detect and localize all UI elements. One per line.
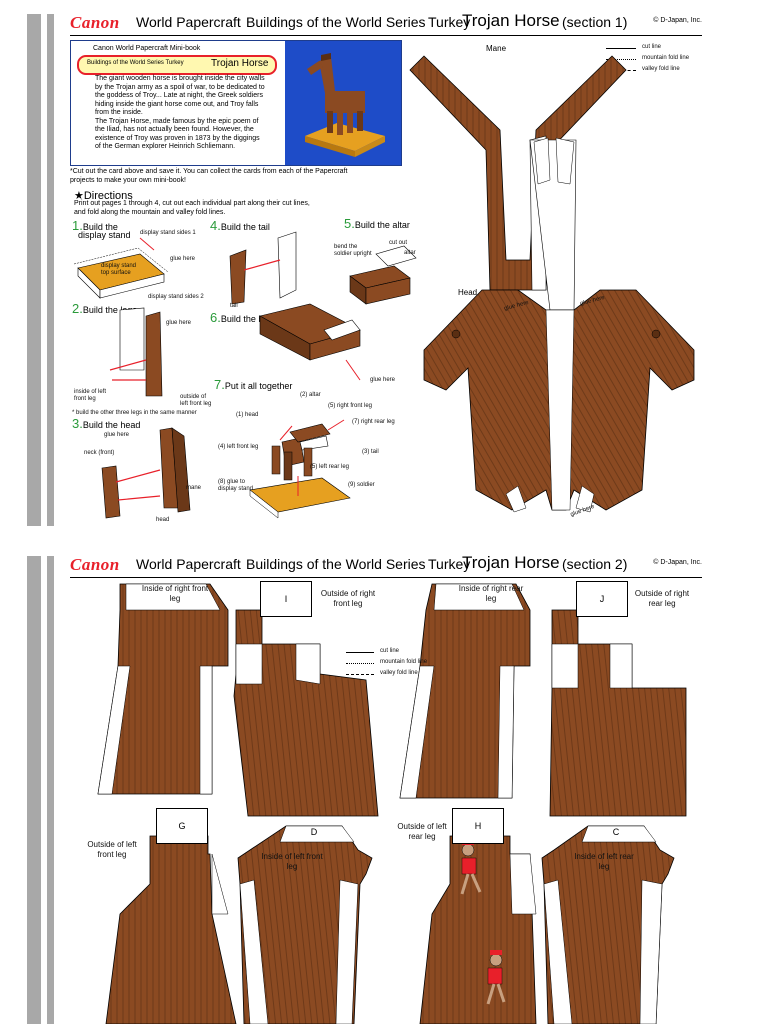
lbl-altar: altar — [404, 250, 416, 256]
lbl-a2-altar: (2) altar — [300, 392, 321, 398]
lbl-glue-here-3: glue here — [104, 432, 130, 438]
card-note: *Cut out the card above and save it. You… — [70, 168, 348, 184]
lbl-a5-left-rear: (5) left rear leg — [310, 464, 350, 470]
mane-head-pattern — [409, 55, 695, 513]
canon-logo-2: Canon — [70, 555, 120, 574]
card-image — [285, 41, 401, 165]
piece-letter-H: H — [452, 808, 504, 844]
label-outside-left-front: Outside of left front leg — [87, 840, 137, 859]
card-heading: Canon World Papercraft Mini-book — [93, 45, 201, 52]
mane-label: Mane — [486, 44, 507, 53]
lbl-cut-out: cut out — [389, 240, 408, 246]
step-3: 3.Build the head — [72, 416, 141, 431]
lbl-a9-soldier: (9) soldier — [348, 482, 375, 488]
header-subseries: Buildings of the World Series — [246, 14, 426, 30]
step-7: 7.Put it all together — [214, 377, 293, 392]
sidebar-bar-bottom — [27, 556, 41, 1024]
lbl-mane: mane — [186, 485, 202, 491]
badge-series: Buildings of the World Series Turkey — [87, 60, 184, 66]
lbl-inside-left-front: inside of left front leg — [74, 389, 107, 402]
step-1: 1.Build the — [72, 218, 118, 233]
header-copyright: © D-Japan, Inc. — [653, 17, 702, 24]
card-body: The giant wooden horse is brought inside… — [95, 75, 265, 150]
lbl-a7-right-rear: (7) right rear leg — [352, 419, 395, 425]
sidebar-bar-bottom-inner — [47, 556, 54, 1024]
section2-legend: cut line mountain fold line valley fold … — [346, 648, 446, 682]
lbl-bend-soldier: bend the soldier upright — [334, 244, 372, 257]
label-outside-right-front: Outside of right front leg — [320, 589, 376, 608]
step-6: 6.Build the body — [210, 310, 278, 325]
header2-subseries: Buildings of the World Series — [246, 556, 426, 572]
head-label: Head — [458, 288, 478, 297]
lbl-outside-left-front: outside of left front leg — [180, 394, 212, 407]
instruction-illustrations — [73, 231, 417, 519]
soldier-icon-2 — [486, 950, 506, 1005]
lbl-stand-top: display stand top surface — [101, 263, 137, 276]
lbl-a4-left-front: (4) left front leg — [218, 444, 259, 450]
lbl-tail: tail — [230, 303, 238, 309]
label-inside-right-rear: Inside of right rear leg — [458, 584, 524, 603]
lbl-head: head — [156, 517, 170, 523]
label-inside-left-rear: Inside of left rear leg — [574, 852, 634, 871]
header2-copyright: © D-Japan, Inc. — [653, 559, 702, 566]
lbl-stand-sides1: display stand sides 1 — [140, 230, 196, 236]
header-series: World Papercraft — [136, 14, 241, 30]
lbl-glue-here-1: glue here — [170, 256, 196, 262]
piece-letter-C: C — [612, 827, 620, 837]
label-inside-left-front: Inside of left front leg — [261, 852, 323, 871]
sidebar-bar-top — [27, 14, 41, 526]
header-country: Turkey — [428, 14, 471, 30]
soldier-icon-1 — [460, 840, 482, 895]
label-outside-left-rear: Outside of left rear leg — [397, 822, 447, 841]
lbl-stand-sides2: display stand sides 2 — [148, 294, 204, 300]
lbl-a3-tail: (3) tail — [362, 449, 379, 455]
lbl-a1-head: (1) head — [236, 412, 259, 418]
sidebar-bar-top-inner — [47, 14, 54, 526]
section2-header: Canon World Papercraft Buildings of the … — [70, 553, 702, 578]
section1-header: Canon World Papercraft Buildings of the … — [70, 11, 702, 36]
header-section: (section 1) — [562, 14, 628, 30]
label-outside-right-rear: Outside of right rear leg — [634, 589, 690, 608]
lbl-a5-right-front: (5) right front leg — [328, 403, 373, 409]
lbl-glue-here-4: glue here — [370, 377, 396, 383]
step-2: 2.Build the legs — [72, 301, 137, 316]
card-badge: Buildings of the World Series Turkey Tro… — [77, 55, 277, 75]
header2-title: Trojan Horse — [462, 553, 560, 572]
lbl-neck-front: neck (front) — [84, 450, 115, 456]
header2-section: (section 2) — [562, 556, 628, 572]
step-1-line2: display stand — [78, 230, 131, 240]
step-5: 5.Build the altar — [344, 216, 410, 231]
step-4: 4.Build the tail — [210, 218, 270, 233]
canon-logo: Canon — [70, 13, 120, 32]
lbl-other-legs-note: * build the other three legs in the same… — [72, 410, 197, 416]
piece-letter-J: J — [576, 581, 628, 617]
lbl-glue-here-2: glue here — [166, 320, 192, 326]
leg-pattern-pieces — [97, 583, 687, 1024]
piece-letter-I: I — [260, 581, 312, 617]
piece-letter-D: D — [310, 827, 318, 837]
header-title: Trojan Horse — [462, 11, 560, 30]
directions-title: ★Directions — [74, 190, 133, 202]
header2-series: World Papercraft — [136, 556, 241, 572]
header2-country: Turkey — [428, 556, 471, 572]
piece-letter-G: G — [156, 808, 208, 844]
minibook-card: Canon World Papercraft Mini-book Buildin… — [70, 40, 402, 166]
lbl-a8-glue: (8) glue to display stand — [218, 479, 254, 492]
badge-title: Trojan Horse — [211, 58, 269, 69]
directions-intro: Print out pages 1 through 4, cut out eac… — [74, 200, 310, 216]
trojan-horse-photo-icon — [305, 53, 385, 157]
label-inside-right-front: Inside of right front leg — [141, 584, 209, 603]
